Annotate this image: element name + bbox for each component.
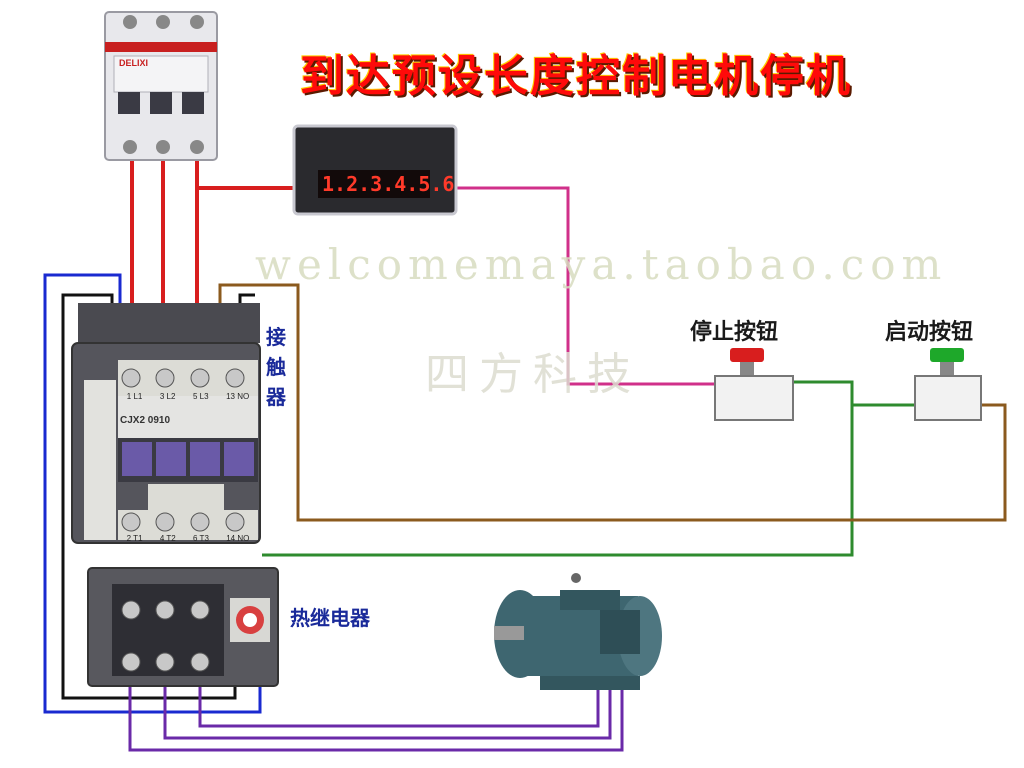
terminal-bottom-4: 14 NO — [226, 534, 250, 543]
thermal-relay-label: 热继电器 — [290, 606, 370, 630]
motor-wire-v — [163, 672, 612, 740]
control-wire-blue — [43, 273, 262, 714]
watermark-url: welcomemaya.taobao.com — [255, 240, 948, 289]
motor — [494, 573, 662, 690]
terminal-bottom-2: 4 T2 — [159, 534, 176, 543]
contactor-terminals-top: 1 L1 3 L2 5 L3 13 NO — [118, 392, 258, 401]
breaker-toggle-1 — [118, 92, 140, 114]
counter-display: 1.2.3.4.5.6 — [322, 172, 455, 196]
terminal-top-4: 13 NO — [226, 392, 250, 401]
breaker-toggle-2 — [150, 92, 172, 114]
control-wire-brown — [218, 283, 1007, 522]
terminal-bottom-3: 6 T3 — [193, 534, 209, 543]
contactor-label: 接触器 — [266, 325, 286, 409]
terminal-top-2: 3 L2 — [159, 392, 176, 401]
stop-button — [714, 348, 794, 421]
motor-wire-w — [198, 672, 600, 728]
start-button — [914, 348, 982, 421]
terminal-bottom-1: 2 T1 — [126, 534, 143, 543]
breaker-brand: DELIXI — [119, 58, 149, 68]
breaker-toggle-3 — [182, 92, 204, 114]
terminal-top-3: 5 L3 — [192, 392, 209, 401]
control-wire-pink — [455, 186, 720, 386]
contactor — [71, 303, 261, 544]
control-wire-green-1 — [262, 380, 854, 557]
page-title: 到达预设长度控制电机停机 — [300, 51, 852, 102]
thermal-relay — [87, 567, 279, 687]
watermark-brand: 四方科技 — [425, 349, 641, 400]
length-counter — [292, 124, 458, 216]
motor-wire-u — [128, 672, 624, 752]
motor-wires — [128, 672, 624, 752]
stop-button-label: 停止按钮 — [690, 320, 779, 345]
terminal-top-1: 1 L1 — [126, 392, 143, 401]
contactor-model: CJX2 0910 — [120, 415, 171, 426]
circuit-breaker — [104, 11, 218, 161]
contactor-terminals-bottom: 2 T1 4 T2 6 T3 14 NO — [118, 534, 258, 543]
start-button-label: 启动按钮 — [885, 320, 974, 345]
phase-wire-l3-to-counter — [195, 160, 294, 190]
